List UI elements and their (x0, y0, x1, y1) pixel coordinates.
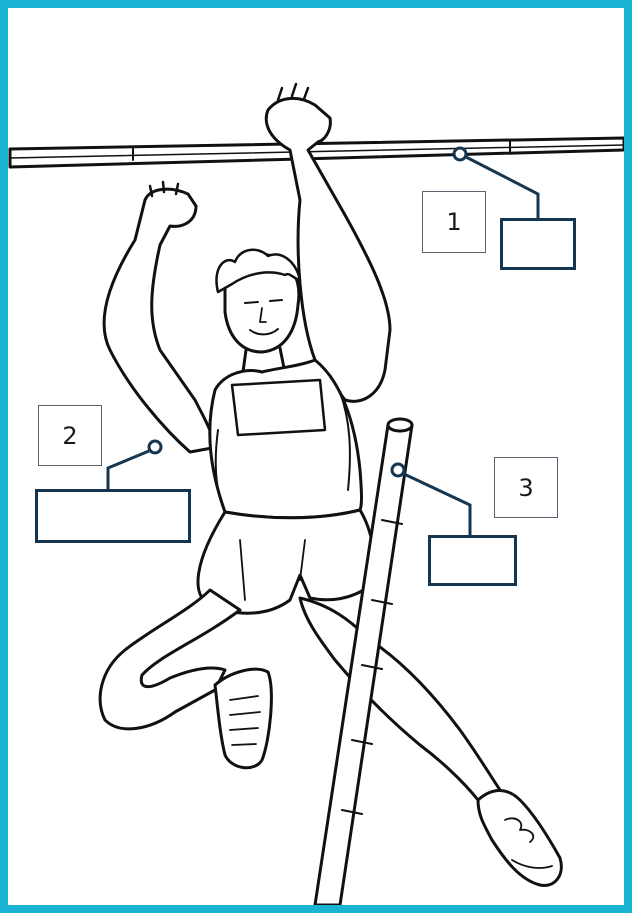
answer-box-1[interactable] (500, 218, 576, 270)
label-number-1: 1 (422, 191, 486, 253)
leader-line-3 (392, 464, 470, 535)
label-number-2: 2 (38, 405, 102, 466)
label-number-3: 3 (494, 457, 558, 518)
leader-line-2 (108, 441, 161, 490)
answer-box-3[interactable] (428, 535, 517, 586)
answer-box-2[interactable] (35, 489, 191, 543)
athlete-figure (100, 84, 561, 885)
